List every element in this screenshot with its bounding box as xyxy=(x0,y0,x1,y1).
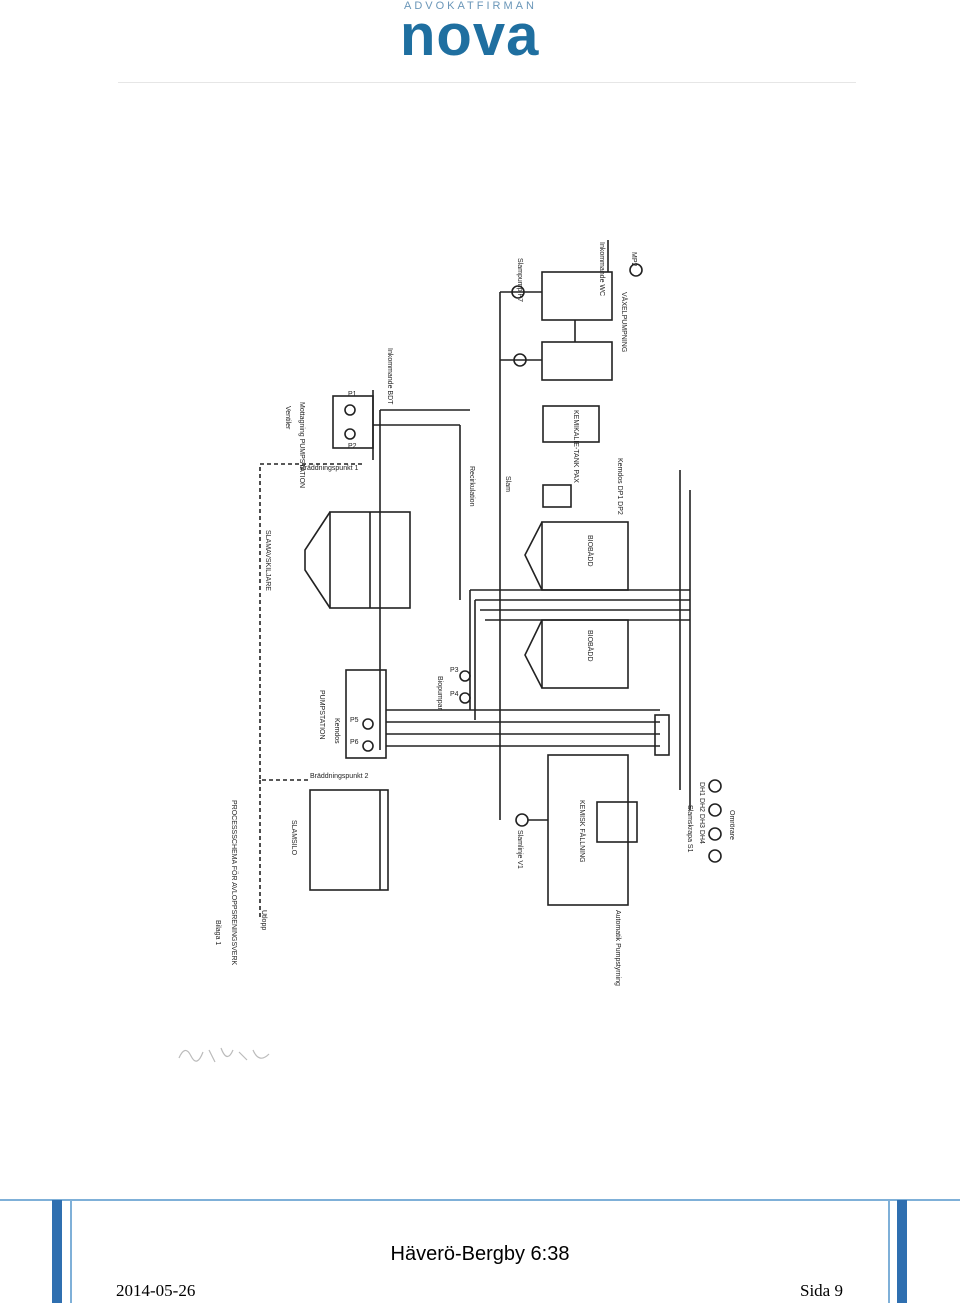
label-slam: Slam xyxy=(504,476,511,492)
label-kemdos: Kemdos xyxy=(333,718,340,744)
pumpstation xyxy=(345,669,387,759)
label-slamavskiljare: SLAMAVSKILJARE xyxy=(264,530,271,591)
label-slamsilo: SLAMSILO xyxy=(290,820,297,856)
label-kemisk-fallning: KEMISK FÄLLNING xyxy=(578,800,586,863)
label-bilaga: Bilaga 1 xyxy=(214,920,221,945)
kemikalie-tank xyxy=(542,405,600,443)
label-biopumpar: Biopumpar xyxy=(436,676,443,711)
label-p6: P6 xyxy=(350,739,359,746)
label-processschema: PROCESSSCHEMA FÖR AVLOPPSRENINGSVERK xyxy=(230,800,238,966)
process-diagram: Inkommande WC MP2 Slampump P7 VÄXELPUMPN… xyxy=(170,230,810,990)
page-header: ADVOKATFIRMAN nova xyxy=(0,0,960,90)
label-slampump-p7: Slampump P7 xyxy=(516,258,523,302)
pump-mp2 xyxy=(629,263,643,277)
label-p5: P5 xyxy=(350,717,359,724)
footer-line-left xyxy=(70,1200,72,1303)
brand-logo: nova xyxy=(400,3,540,68)
label-mottagning: Mottagning PUMPSTATION xyxy=(298,402,305,488)
label-biobadd-1: BIOBÄDD xyxy=(586,535,594,567)
label-doseringsenhet: Kemdos DP1 DP2 xyxy=(616,458,623,515)
label-mp2: MP2 xyxy=(630,252,637,267)
label-braddningspunkt-2: Bräddningspunkt 2 xyxy=(310,773,368,780)
label-p2: P2 xyxy=(348,443,357,450)
label-kemikalietank: KEMIKALIE-TANK PAX xyxy=(572,410,579,483)
footer-bar-right xyxy=(897,1200,907,1303)
footer-page-number: Sida 9 xyxy=(800,1281,843,1300)
label-omrorare: Omrörare xyxy=(728,810,735,840)
kemisk-fallning xyxy=(547,754,629,906)
tank-wc-1 xyxy=(541,271,613,321)
label-automatik: Automatik Pumpstyrning xyxy=(614,910,621,986)
header-divider xyxy=(118,82,856,83)
label-pumpstation: PUMPSTATION xyxy=(318,690,325,740)
label-slamskrapa: Slamskrapa S1 xyxy=(686,805,693,853)
label-inkommande-wc: Inkommande WC xyxy=(598,242,605,296)
footer-line-right xyxy=(888,1200,890,1303)
label-p1: P1 xyxy=(348,391,357,398)
footer-date: 2014-05-26 xyxy=(116,1281,196,1300)
biobadd-2 xyxy=(541,619,629,689)
label-dh: DH1 DH2 DH3 DH4 xyxy=(698,782,705,844)
label-p4: P4 xyxy=(450,691,459,698)
tank-wc-2 xyxy=(541,341,613,381)
slamsilo xyxy=(309,789,389,891)
faint-signature xyxy=(175,1038,275,1068)
mottagning-tank xyxy=(332,395,374,449)
label-recirkulation: Recirkulation xyxy=(468,466,475,507)
label-p3: P3 xyxy=(450,667,459,674)
label-braddningspunkt-1: Bräddningspunkt 1 xyxy=(300,465,358,472)
footer-bar-left xyxy=(52,1200,62,1303)
brand-tagline: ADVOKATFIRMAN xyxy=(404,0,537,12)
label-slamlinje: Slamlinje V1 xyxy=(516,830,523,869)
footer-property-title: Häverö-Bergby 6:38 xyxy=(390,1243,570,1265)
label-ventiler: Ventiler xyxy=(284,406,291,430)
footer-divider xyxy=(0,1199,960,1201)
page-footer: Häverö-Bergby 6:38 2014-05-26 Sida 9 xyxy=(0,1195,960,1303)
label-utlopp: Utlopp xyxy=(260,910,267,930)
label-biobadd-2: BIOBÄDD xyxy=(586,630,594,662)
biobadd-1 xyxy=(541,521,629,591)
label-vaxelpumpning: VÄXELPUMPNING xyxy=(620,292,628,352)
label-inkommande-bdt: Inkommande BDT xyxy=(386,348,393,405)
